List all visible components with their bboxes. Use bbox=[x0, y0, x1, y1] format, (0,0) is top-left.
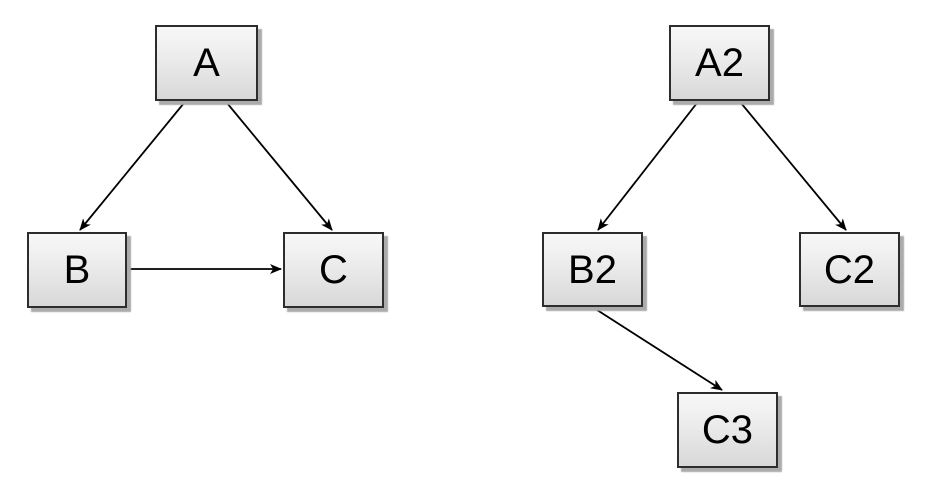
node-b2[interactable]: B2 bbox=[542, 232, 643, 307]
node-label-b: B bbox=[63, 248, 91, 292]
node-label-b2: B2 bbox=[568, 247, 617, 292]
node-label-c3: C3 bbox=[701, 408, 754, 452]
edge-a-c bbox=[226, 102, 333, 231]
node-label-a2: A2 bbox=[695, 41, 744, 85]
node-label-c: C bbox=[319, 248, 348, 292]
node-label-a: A bbox=[193, 41, 220, 85]
edge-b2-c3 bbox=[593, 307, 723, 391]
node-c3[interactable]: C3 bbox=[677, 392, 778, 468]
node-a2[interactable]: A2 bbox=[669, 25, 770, 101]
node-c2[interactable]: C2 bbox=[799, 232, 900, 307]
edge-a2-b2 bbox=[597, 102, 698, 231]
node-b[interactable]: B bbox=[27, 232, 127, 308]
node-c[interactable]: C bbox=[283, 232, 384, 308]
node-label-c2: C2 bbox=[823, 247, 876, 292]
edge-a2-c2 bbox=[740, 102, 847, 231]
node-a[interactable]: A bbox=[155, 25, 258, 101]
edge-a-b bbox=[79, 102, 185, 231]
